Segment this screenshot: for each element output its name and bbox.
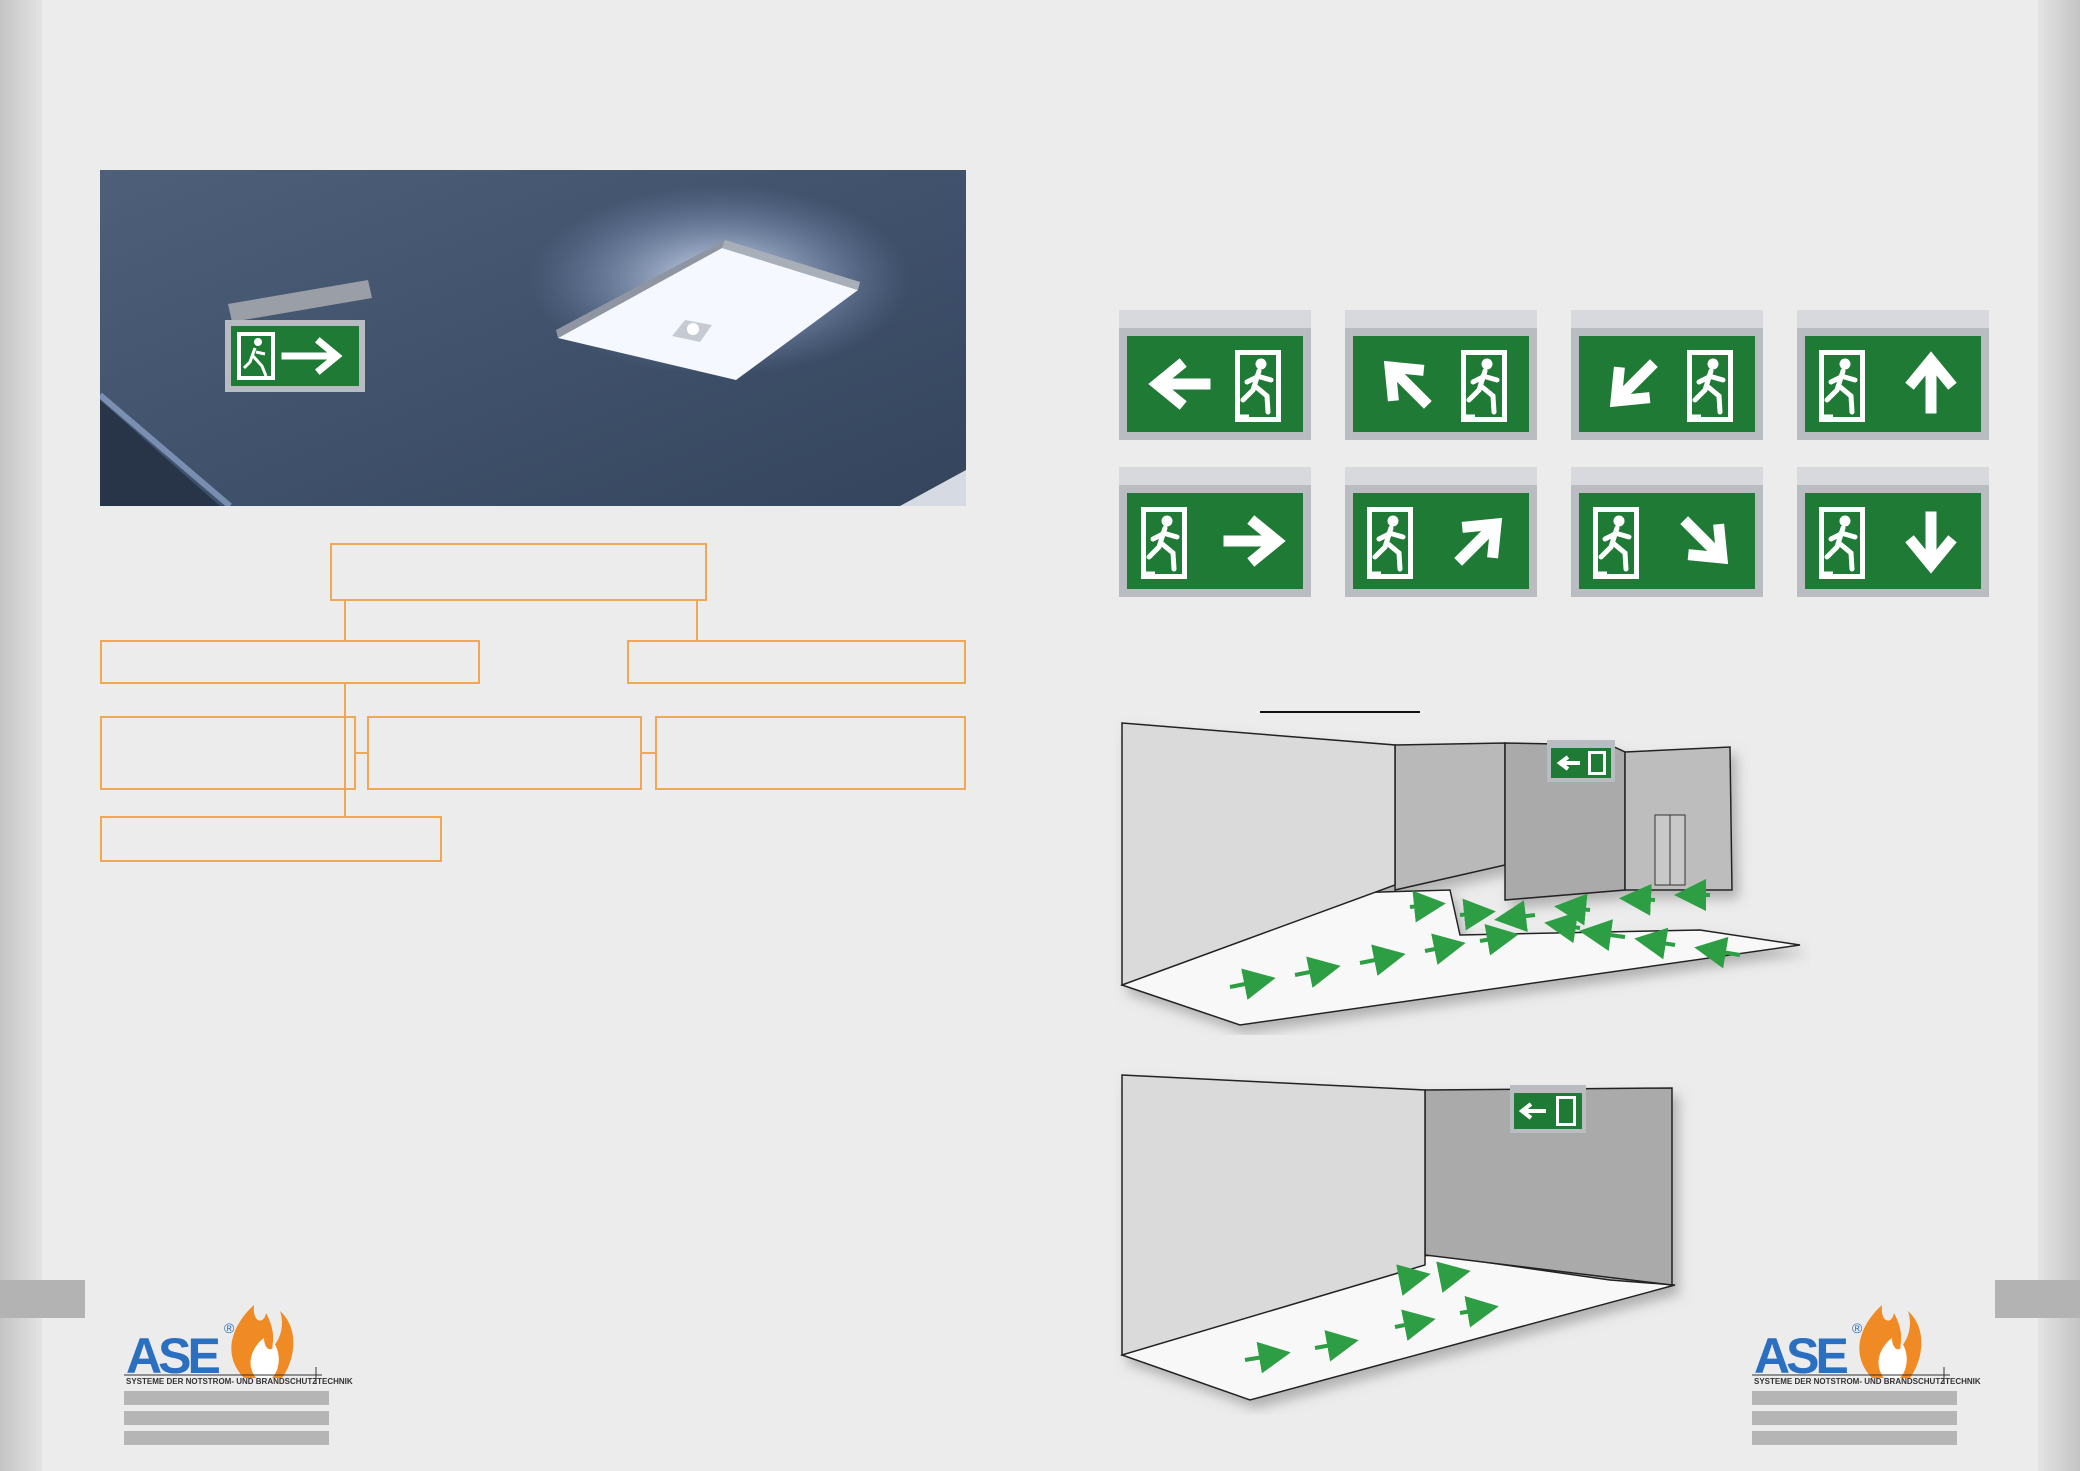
svg-text:ASE: ASE (1754, 1328, 1847, 1383)
diagram-right-box (627, 640, 966, 684)
diagram-left-box (100, 640, 480, 684)
left-page-tab (0, 1280, 85, 1318)
diagram-connector (344, 601, 346, 641)
corridor-t-junction-illustration (1120, 722, 1801, 1026)
logo-bar (124, 1391, 329, 1405)
corridor-exit-sign (1547, 740, 1615, 782)
logo-bar (124, 1411, 329, 1425)
corridor-exit-sign-2 (1510, 1085, 1586, 1133)
photo-exit-sign (225, 280, 372, 392)
diagram-sub-box-3 (655, 716, 966, 790)
right-page-edge (2038, 0, 2080, 1471)
diagram-top-box (330, 543, 707, 601)
diagram-sub-box-1 (100, 716, 356, 790)
svg-text:ASE: ASE (126, 1328, 219, 1383)
logo-bar (1752, 1391, 1957, 1405)
svg-text:®: ® (1852, 1320, 1863, 1336)
exit-sign-down (1797, 467, 1989, 597)
exit-sign-up-left (1345, 310, 1537, 440)
diagram-bottom-box (100, 816, 442, 862)
diagram-connector (696, 601, 698, 641)
exit-sign-up-right (1345, 467, 1537, 597)
logo-bar (124, 1431, 329, 1445)
ase-logo-left: ASE ® SYSTEME DER NOTSTROM- UND BRANDSCH… (124, 1283, 353, 1453)
logo-bar (1752, 1411, 1957, 1425)
left-page-edge (0, 0, 42, 1471)
svg-text:®: ® (224, 1320, 235, 1336)
exit-sign-down-right (1571, 467, 1763, 597)
diagram-connector (356, 752, 368, 754)
logo-bar (1752, 1431, 1957, 1445)
diagram-sub-box-2 (367, 716, 642, 790)
logo-tagline: SYSTEME DER NOTSTROM- UND BRANDSCHUTZTEC… (126, 1377, 353, 1386)
logo-tagline: SYSTEME DER NOTSTROM- UND BRANDSCHUTZTEC… (1754, 1377, 1981, 1386)
exit-sign-left (1119, 310, 1311, 440)
exit-sign-right (1119, 467, 1311, 597)
exit-sign-up (1797, 310, 1989, 440)
ceiling-photo (100, 170, 966, 506)
corridor-straight-illustration (1120, 1074, 1676, 1401)
photo-ceiling-luminaire (556, 240, 860, 380)
ase-logo-right: ASE ® SYSTEME DER NOTSTROM- UND BRANDSCH… (1752, 1283, 1981, 1453)
exit-sign-down-left (1571, 310, 1763, 440)
diagram-connector (642, 752, 656, 754)
heading-underline (1260, 711, 1420, 713)
diagram-connector (344, 684, 346, 816)
right-page-tab (1995, 1280, 2080, 1318)
